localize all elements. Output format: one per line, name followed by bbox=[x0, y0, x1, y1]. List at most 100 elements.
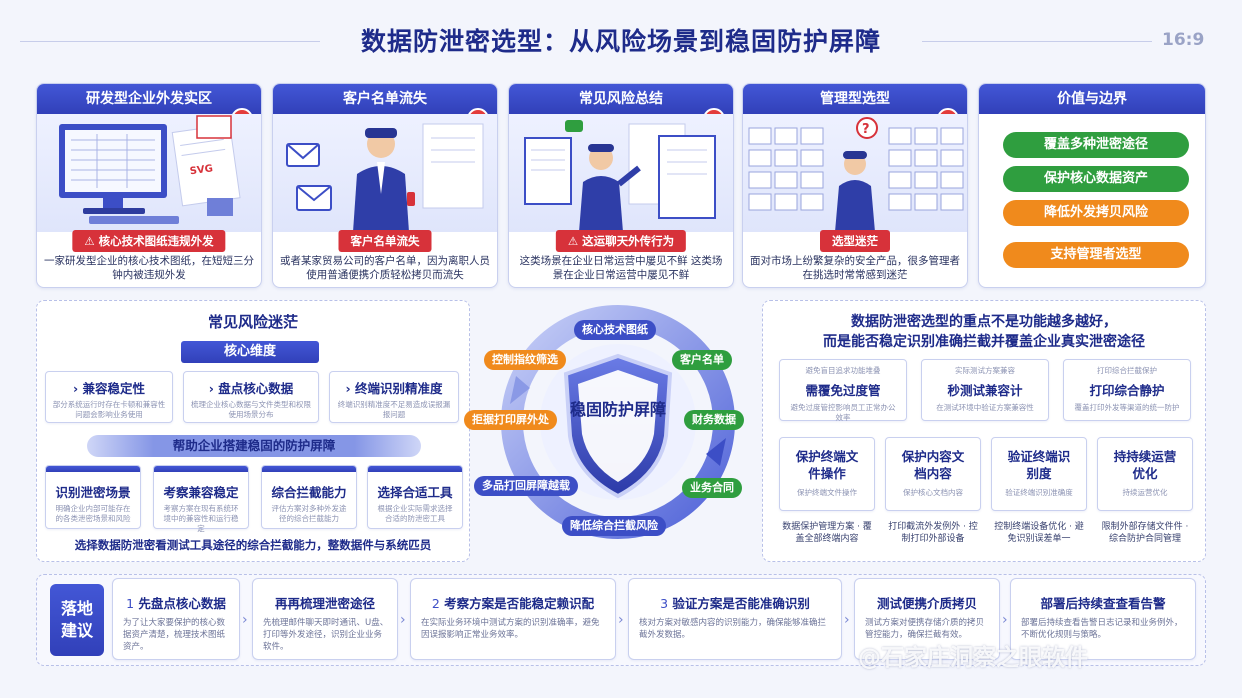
step-title: 再再梳理泄密途径 bbox=[274, 596, 375, 611]
card-title: 常见风险总结 bbox=[509, 84, 733, 114]
chevron-right-icon: › bbox=[1002, 612, 1008, 628]
protection-box: 保护终端文件操作 保护终端文件操作 bbox=[779, 437, 875, 511]
barrier-item: 考察兼容稳定 考察方案在现有系统环境中的兼容性和运行稳定 bbox=[153, 465, 249, 533]
core-dimension-label: 核心维度 bbox=[181, 341, 319, 363]
advice-step: 3 验证方案是否能准确识别 核对方案对敏感内容的识别能力，确保能够准确拦截外发数… bbox=[628, 578, 842, 660]
step-desc: 核对方案对敏感内容的识别能力，确保能够准确拦截外发数据。 bbox=[639, 618, 827, 640]
cycle-node: 控制指纹筛选 bbox=[484, 350, 566, 370]
cycle-node: 拒据打印屏外处 bbox=[464, 410, 557, 430]
dimension-title: › 终端识别精准度 bbox=[345, 381, 443, 396]
card-title: 研发型企业外发实区 bbox=[37, 84, 261, 114]
focus-box-title: 需覆免过度管 bbox=[805, 383, 881, 398]
focus-box: 实际测试方案兼容 秒测试兼容计 在测试环境中验证方案兼容性 bbox=[921, 359, 1049, 421]
protection-box-title: 验证终端识别度 bbox=[1007, 449, 1071, 481]
step-desc: 部署后持续查看告警日志记录和业务例外，不断优化规则与策略。 bbox=[1021, 618, 1183, 640]
card-description: 这类场景在企业日常运营中屡见不鲜 这类场景在企业日常运营中屡见不鲜 bbox=[519, 255, 723, 281]
item-title: 综合拦截能力 bbox=[271, 485, 347, 500]
cycle-node: 降低综合拦截风险 bbox=[562, 516, 666, 536]
step-title: 2 考察方案是否能稳定赖识配 bbox=[431, 596, 595, 611]
barrier-item: 选择合适工具 根据企业实际需求选择合适的防泄密工具 bbox=[367, 465, 463, 529]
protection-note: 数据保护管理方案 · 覆盖全部终端内容 bbox=[782, 522, 872, 544]
protection-note: 限制外部存储文件件 · 综合防护合同管理 bbox=[1101, 522, 1189, 544]
landing-advice-label: 落地建议 bbox=[50, 584, 104, 656]
card-title: 管理型选型 bbox=[743, 84, 967, 114]
wall-of-products-icon: ? bbox=[743, 114, 967, 232]
value-pill: 支持管理者选型 bbox=[1003, 242, 1189, 268]
advice-step: 测试便携介质拷贝 测试方案对便携存储介质的拷贝管控能力，确保拦截有效。 bbox=[854, 578, 1000, 660]
chevron-right-icon: › bbox=[618, 612, 624, 628]
protection-box-desc: 保护终端文件操作 bbox=[797, 488, 857, 497]
advice-step: 再再梳理泄密途径 先梳理邮件聊天即时通讯、U盘、打印等外发途径，识别企业业务软件… bbox=[252, 578, 398, 660]
focus-box-subtitle: 打印综合拦截保护 bbox=[1097, 366, 1157, 375]
focus-headline-2: 而是能否稳定识别准确拦截并覆盖企业真实泄密途径 bbox=[823, 334, 1145, 350]
focus-box-desc: 覆盖打印外发等渠道的统一防护 bbox=[1074, 403, 1180, 412]
advice-step: 部署后持续查查看告警 部署后持续查看告警日志记录和业务例外，不断优化规则与策略。 bbox=[1010, 578, 1196, 660]
value-pill: 覆盖多种泄密途径 bbox=[1003, 132, 1189, 158]
card-management-selection: 管理型选型 2 ? 选型迷茫 面对市场上纷繁复杂的安全产品，很多管理者在挑选时常… bbox=[742, 83, 968, 288]
card-value-boundary: 价值与边界 覆盖多种泄密途径 保护核心数据资产 降低外发拷贝风险 支持管理者选型 bbox=[978, 83, 1206, 288]
risk-tag: 选型迷茫 bbox=[820, 230, 890, 252]
step-title: 部署后持续查查看告警 bbox=[1040, 596, 1166, 611]
panel-footer: 选择数据防泄密看测试工具途径的综合拦截能力，整数据件与系统匹员 bbox=[74, 538, 432, 552]
item-desc: 根据企业实际需求选择合适的防泄密工具 bbox=[377, 504, 453, 523]
svg-text:?: ? bbox=[862, 122, 870, 137]
panel-title: 常见风险迷茫 bbox=[207, 313, 298, 331]
barrier-ribbon: 帮助企业搭建稳固的防护屏障 bbox=[87, 435, 421, 457]
chevron-right-icon: › bbox=[400, 612, 406, 628]
focus-box-desc: 在测试环境中验证方案兼容性 bbox=[936, 403, 1034, 412]
cycle-node: 多品打回屏障越载 bbox=[474, 476, 578, 496]
item-top-bar bbox=[368, 466, 462, 472]
step-desc: 先梳理邮件聊天即时通讯、U盘、打印等外发途径，识别企业业务软件。 bbox=[263, 618, 389, 652]
selection-focus-panel: 数据防泄密选型的重点不是功能越多越好， 而是能否稳定识别准确拦截并覆盖企业真实泄… bbox=[762, 300, 1206, 562]
item-title: 考察兼容稳定 bbox=[163, 485, 239, 500]
card-description: 或者某家贸易公司的客户名单，因为离职人员使用普通便携介质轻松拷贝而流失 bbox=[280, 255, 490, 281]
cycle-node: 业务合同 bbox=[682, 478, 742, 498]
advice-step: 2 考察方案是否能稳定赖识配 在实际业务环境中测试方案的识别准确率，避免因误报影… bbox=[410, 578, 616, 660]
value-pill: 保护核心数据资产 bbox=[1003, 166, 1189, 192]
item-desc: 明确企业内部可能存在的各类泄密场景和风险 bbox=[55, 504, 131, 523]
dimension-box: › 兼容稳定性 部分系统运行时存在卡顿和兼容性问题会影响业务使用 bbox=[45, 371, 173, 423]
watermark: @石家庄洞察之眼软件 bbox=[858, 645, 1088, 671]
risk-tag: 客户名单流失 bbox=[338, 230, 432, 252]
barrier-item: 综合拦截能力 评估方案对多种外发途径的综合拦截能力 bbox=[261, 465, 357, 529]
protection-cycle-diagram: 稳固防护屏障 核心技术图纸 客户名单 财务数据 业务合同 降低综合拦截风险 多品… bbox=[464, 296, 770, 568]
protection-box: 保护内容文档内容 保护核心文档内容 bbox=[885, 437, 981, 511]
chat-files-icon bbox=[509, 114, 733, 232]
advice-step: 1 先盘点核心数据 为了让大家要保护的核心数据资产清楚，梳理技术图纸资产。 bbox=[112, 578, 240, 660]
item-desc: 评估方案对多种外发途径的综合拦截能力 bbox=[271, 504, 347, 523]
protection-box-desc: 验证终端识别准确度 bbox=[1005, 488, 1073, 497]
monitor-blueprint-icon: SVG bbox=[37, 114, 261, 232]
shield-center-label: 稳固防护屏障 bbox=[569, 400, 666, 419]
item-title: 识别泄密场景 bbox=[55, 485, 131, 500]
dimension-title: › 盘点核心数据 bbox=[208, 381, 294, 396]
header-line-left bbox=[20, 41, 320, 42]
focus-box: 打印综合拦截保护 打印综合静护 覆盖打印外发等渠道的统一防护 bbox=[1063, 359, 1191, 421]
protection-box-title: 持持续运营优化 bbox=[1113, 449, 1177, 481]
dimension-desc: 梳理企业核心数据与文件类型和权限使用场景分布 bbox=[191, 400, 311, 419]
item-title: 选择合适工具 bbox=[377, 485, 453, 500]
focus-box-subtitle: 实际测试方案兼容 bbox=[955, 366, 1015, 375]
item-desc: 考察方案在现有系统环境中的兼容性和运行稳定 bbox=[163, 504, 239, 533]
step-title: 测试便携介质拷贝 bbox=[876, 596, 977, 611]
focus-box-title: 秒测试兼容计 bbox=[947, 383, 1023, 398]
card-rd-enterprise: 研发型企业外发实区 2 SVG ⚠ 核心技术图纸违规外发 一 bbox=[36, 83, 262, 288]
step-desc: 测试方案对便携存储介质的拷贝管控能力，确保拦截有效。 bbox=[865, 618, 985, 640]
cycle-node: 核心技术图纸 bbox=[574, 320, 656, 340]
card-description: 面对市场上纷繁复杂的安全产品，很多管理者在挑选时常常感到迷茫 bbox=[750, 255, 960, 281]
focus-box-subtitle: 避免盲目追求功能堆叠 bbox=[805, 366, 881, 375]
focus-box-title: 打印综合静护 bbox=[1089, 383, 1165, 398]
chevron-right-icon: › bbox=[844, 612, 850, 628]
step-title: 3 验证方案是否能准确识别 bbox=[660, 596, 810, 611]
item-top-bar bbox=[46, 466, 140, 472]
focus-box-desc: 避免过度管控影响员工正常办公效率 bbox=[790, 403, 896, 422]
step-desc: 在实际业务环境中测试方案的识别准确率，避免因误报影响正常业务效率。 bbox=[421, 618, 600, 640]
protection-box-desc: 保护核心文档内容 bbox=[903, 488, 963, 497]
dimension-box: › 终端识别精准度 终端识别精准度不足易造成误报漏报问题 bbox=[329, 371, 459, 423]
header-line-right bbox=[922, 41, 1152, 42]
value-pill: 降低外发拷贝风险 bbox=[1003, 200, 1189, 226]
page-number: 16:9 bbox=[1162, 30, 1205, 50]
card-title: 价值与边界 bbox=[979, 84, 1205, 114]
card-description: 一家研发型企业的核心技术图纸，在短短三分钟内被违规外发 bbox=[44, 255, 254, 281]
risk-panel: 常见风险迷茫 核心维度 › 兼容稳定性 部分系统运行时存在卡顿和兼容性问题会影响… bbox=[36, 300, 470, 562]
cycle-node: 财务数据 bbox=[684, 410, 744, 430]
